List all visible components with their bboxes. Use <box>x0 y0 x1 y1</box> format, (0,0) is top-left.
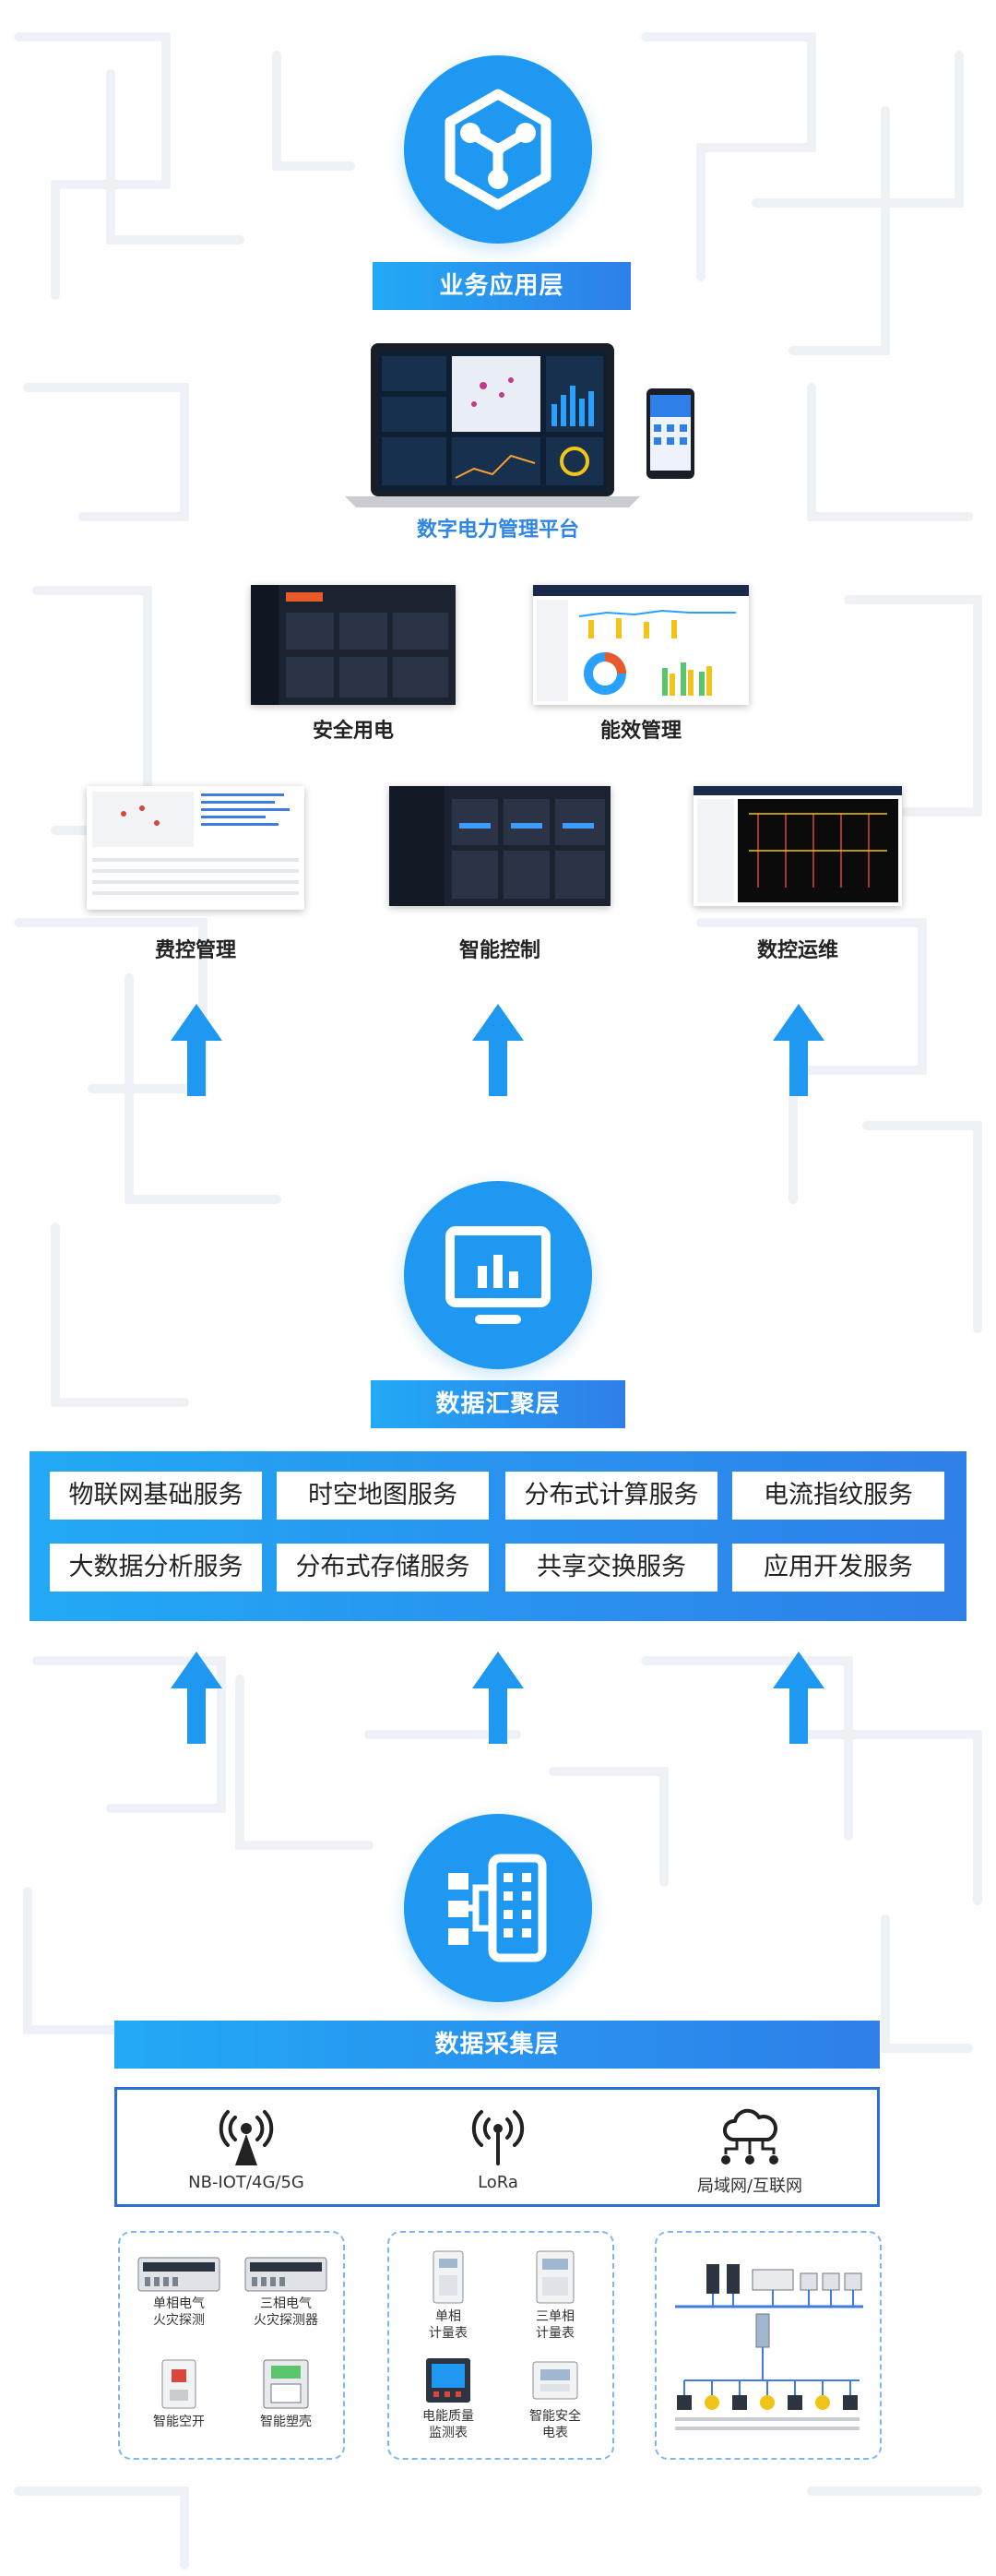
app-caption-safety: 安全用电 <box>312 720 394 743</box>
service-distributed-compute: 分布式计算服务 <box>505 1472 717 1520</box>
network-nbiot: NB-IOT/4G/5G <box>154 2108 338 2192</box>
device-group-meters: 单相 计量表 三单相 计量表 电能质量 监测表 智能安全 电表 <box>387 2231 614 2460</box>
service-big-data: 大数据分析服务 <box>50 1544 262 1592</box>
monitor-chart-icon <box>445 1226 551 1324</box>
app-caption-control: 智能控制 <box>458 939 540 962</box>
aggregation-layer-icon-circle <box>404 1181 592 1369</box>
wireless-antenna-icon <box>471 2110 525 2165</box>
arrow-up-icon <box>773 1004 824 1096</box>
app-screenshot-maintenance <box>694 786 902 906</box>
service-spatial-map: 时空地图服务 <box>277 1472 489 1520</box>
service-iot: 物联网基础服务 <box>50 1472 262 1520</box>
app-screenshot-control <box>389 786 611 906</box>
business-layer-icon-circle <box>404 55 592 244</box>
device-three-phase-detector: 三相电气 火灾探测器 <box>240 2257 332 2329</box>
arrow-up-icon <box>472 1004 524 1096</box>
device-group-fire-detection: 单相电气 火灾探测 三相电气 火灾探测器 智能空开 智能塑壳 <box>118 2231 345 2460</box>
services-panel: 物联网基础服务 时空地图服务 分布式计算服务 电流指纹服务 大数据分析服务 分布… <box>30 1451 966 1621</box>
platform-phone-image <box>646 388 694 479</box>
aggregation-layer-title: 数据汇聚层 <box>371 1380 625 1428</box>
network-lora: LoRa <box>406 2108 590 2192</box>
app-caption-billing: 费控管理 <box>154 939 236 962</box>
device-group-network-topology <box>655 2231 882 2460</box>
network-box: NB-IOT/4G/5G LoRa 局域网/互联网 <box>114 2087 880 2207</box>
arrow-up-icon <box>773 1652 824 1744</box>
collection-layer-title: 数据采集层 <box>114 2021 880 2069</box>
network-label: LoRa <box>478 2173 518 2192</box>
meter-device-icon <box>433 2250 464 2304</box>
service-app-development: 应用开发服务 <box>732 1544 944 1592</box>
server-hub-icon <box>448 1854 547 1962</box>
app-caption-efficiency: 能效管理 <box>599 720 682 743</box>
meter-device-icon <box>532 2361 578 2400</box>
device-power-quality-meter: 电能质量 监测表 <box>402 2356 494 2441</box>
arrow-up-icon <box>171 1652 222 1744</box>
mccb-device-icon <box>263 2359 309 2409</box>
breaker-device-icon <box>161 2359 196 2409</box>
network-topology-diagram <box>675 2264 863 2430</box>
network-label: NB-IOT/4G/5G <box>188 2173 304 2192</box>
display-meter-icon <box>426 2358 470 2403</box>
detector-device-icon <box>137 2257 220 2292</box>
arrow-up-icon <box>472 1652 524 1744</box>
device-single-phase-meter: 单相 计量表 <box>402 2249 494 2342</box>
collection-layer-icon-circle <box>404 1814 592 2002</box>
device-smart-safety-meter: 智能安全 电表 <box>509 2356 601 2441</box>
business-layer-title: 业务应用层 <box>373 262 631 310</box>
device-three-phase-meter: 三单相 计量表 <box>509 2249 601 2342</box>
service-current-fingerprint: 电流指纹服务 <box>732 1472 944 1520</box>
service-shared-exchange: 共享交换服务 <box>505 1544 717 1592</box>
network-lan-internet: 局域网/互联网 <box>658 2108 842 2197</box>
app-screenshot-efficiency <box>533 585 749 705</box>
device-smart-mccb: 智能塑壳 <box>240 2358 332 2430</box>
detector-device-icon <box>244 2257 327 2292</box>
app-caption-maintenance: 数控运维 <box>756 939 838 962</box>
meter-device-icon <box>536 2250 575 2304</box>
cube-network-icon <box>445 89 551 210</box>
network-label: 局域网/互联网 <box>696 2176 803 2196</box>
signal-tower-icon <box>219 2110 274 2165</box>
device-single-phase-detector: 单相电气 火灾探测 <box>133 2257 225 2329</box>
platform-caption: 数字电力管理平台 <box>416 519 579 542</box>
app-screenshot-billing <box>87 786 304 910</box>
app-screenshot-safety <box>251 585 456 705</box>
device-smart-breaker: 智能空开 <box>133 2358 225 2430</box>
service-distributed-storage: 分布式存储服务 <box>277 1544 489 1592</box>
platform-laptop-image <box>345 343 640 507</box>
cloud-network-icon <box>721 2108 778 2165</box>
arrow-up-icon <box>171 1004 222 1096</box>
